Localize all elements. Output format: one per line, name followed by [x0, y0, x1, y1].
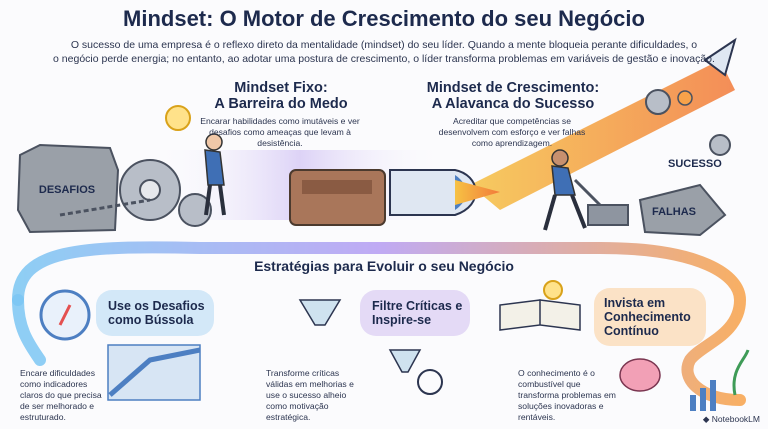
notebooklm-icon: ◆ [702, 414, 712, 424]
strategy-2-title: Filtre Críticas e Inspire-se [372, 299, 463, 327]
page-title: Mindset: O Motor de Crescimento do seu N… [123, 6, 645, 31]
footer-brand-text: NotebookLM [711, 414, 760, 424]
strategy-card-2-title: Filtre Críticas e Inspire-se [360, 290, 470, 336]
strategies-heading: Estratégias para Evoluir o seu Negócio [254, 258, 514, 274]
fixed-mindset-title: Mindset Fixo: A Barreira do Medo [196, 80, 366, 112]
growth-mindset-title: Mindset de Crescimento: A Alavanca do Su… [418, 80, 608, 112]
strategy-1-title: Use os Desafios como Bússola [108, 299, 205, 327]
strategy-2-desc: Transforme críticas válidas em melhorias… [266, 368, 354, 422]
strategy-3-title: Invista em Conhecimento Contínuo [604, 296, 691, 338]
strategy-3-desc: O conhecimento é o combustível que trans… [518, 368, 616, 422]
strategy-1-desc: Encare dificuldades como indicadores cla… [20, 368, 102, 422]
growth-title-line1: Mindset de Crescimento: [426, 80, 600, 96]
fixed-mindset-desc: Encarar habilidades como imutáveis e ver… [200, 116, 360, 148]
intro-line-1: O sucesso de uma empresa é o reflexo dir… [70, 39, 698, 51]
failures-label: FALHAS [652, 206, 696, 218]
growth-title-line2: A Alavanca do Sucesso [431, 96, 595, 112]
strategy-card-3-title: Invista em Conhecimento Contínuo [594, 288, 706, 346]
intro-text: O sucesso de uma empresa é o reflexo dir… [30, 38, 738, 66]
fixed-title-line1: Mindset Fixo: [234, 80, 328, 96]
growth-mindset-desc: Acreditar que competências se desenvolve… [438, 116, 586, 148]
footer-brand: ◆ NotebookLM [703, 414, 760, 425]
intro-line-2: o negócio perde energia; no entanto, ao … [53, 53, 715, 65]
rock-label-desafios: DESAFIOS [38, 184, 96, 196]
success-label: SUCESSO [668, 158, 722, 170]
fixed-title-line2: A Barreira do Medo [214, 96, 348, 112]
strategy-card-1-title: Use os Desafios como Bússola [96, 290, 214, 336]
